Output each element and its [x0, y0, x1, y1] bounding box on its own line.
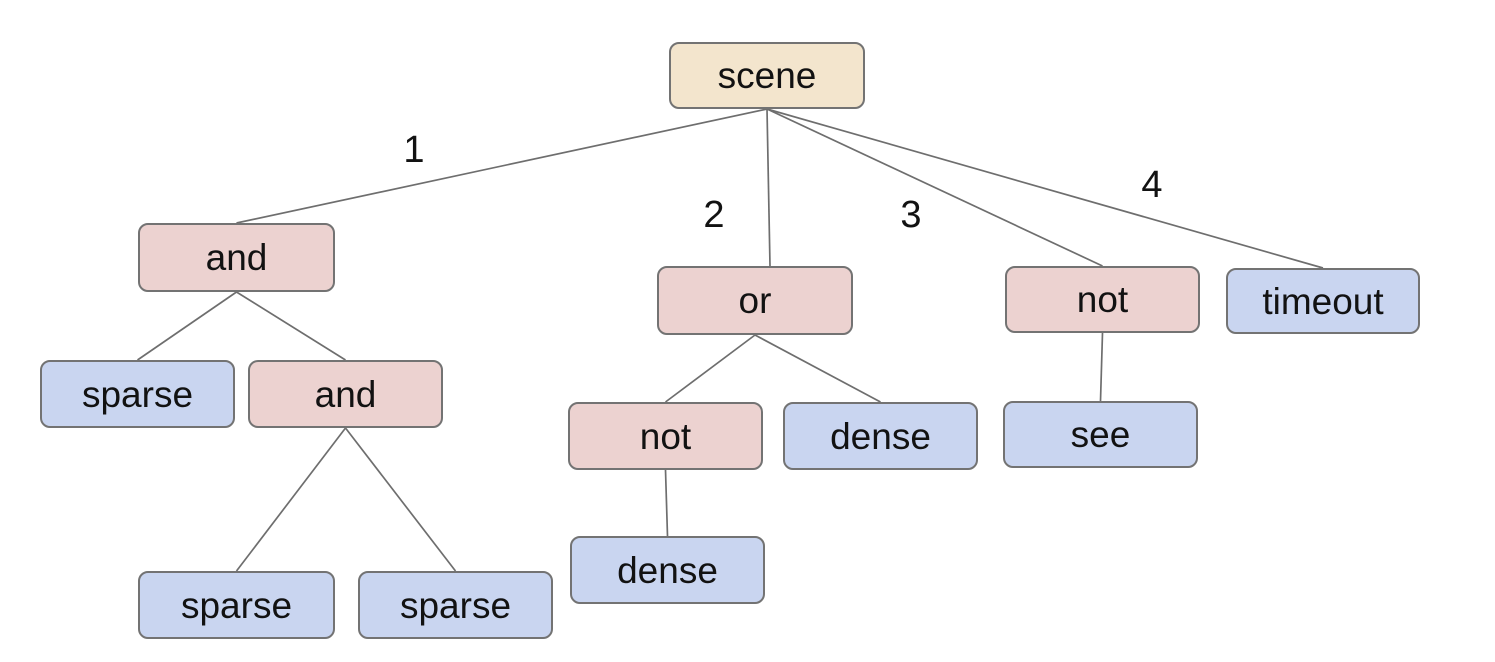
tree-node-scene: scene [669, 42, 865, 109]
node-label: see [1070, 414, 1131, 455]
edge-or-not-2 [664, 334, 756, 403]
node-label: dense [617, 549, 718, 591]
node-label: scene [717, 55, 817, 96]
edge-and-1-and-2 [236, 291, 346, 361]
tree-node-and-2: and [248, 360, 443, 428]
tree-node-or: or [657, 266, 853, 335]
tree-node-sparse-1: sparse [40, 360, 235, 428]
edge-not-1-see [1099, 332, 1104, 402]
node-label: not [1076, 279, 1129, 320]
tree-node-see: see [1003, 401, 1198, 468]
edge-scene-timeout [766, 108, 1324, 269]
tree-node-dense-2: dense [570, 536, 765, 604]
tree-node-not-2: not [568, 402, 763, 470]
edge-not-2-dense-2 [664, 469, 669, 537]
node-label: or [738, 280, 772, 321]
edge-scene-not-1 [766, 108, 1103, 267]
tree-node-sparse-3: sparse [358, 571, 553, 639]
edge-and-2-sparse-3 [344, 427, 457, 572]
edge-label-2: 2 [703, 194, 724, 236]
node-label: and [205, 237, 268, 278]
edge-label-3: 3 [900, 194, 921, 236]
node-label: not [639, 415, 692, 457]
tree-node-not-1: not [1005, 266, 1200, 333]
node-label: timeout [1262, 280, 1384, 322]
edge-label-1: 1 [403, 129, 424, 171]
node-label: sparse [180, 584, 293, 626]
edge-scene-and-1 [236, 108, 768, 224]
edge-label-4: 4 [1141, 164, 1162, 206]
tree-node-sparse-2: sparse [138, 571, 335, 639]
edge-scene-or [766, 108, 771, 267]
node-label: sparse [399, 584, 512, 626]
node-label: dense [830, 415, 931, 457]
edge-and-2-sparse-2 [235, 427, 347, 572]
tree-node-and-1: and [138, 223, 335, 292]
node-label: and [314, 373, 377, 415]
tree-node-timeout: timeout [1226, 268, 1420, 334]
node-label: sparse [81, 373, 194, 415]
edge-or-dense-1 [754, 334, 881, 403]
edge-and-1-sparse-1 [137, 291, 237, 361]
tree-node-dense-1: dense [783, 402, 978, 470]
